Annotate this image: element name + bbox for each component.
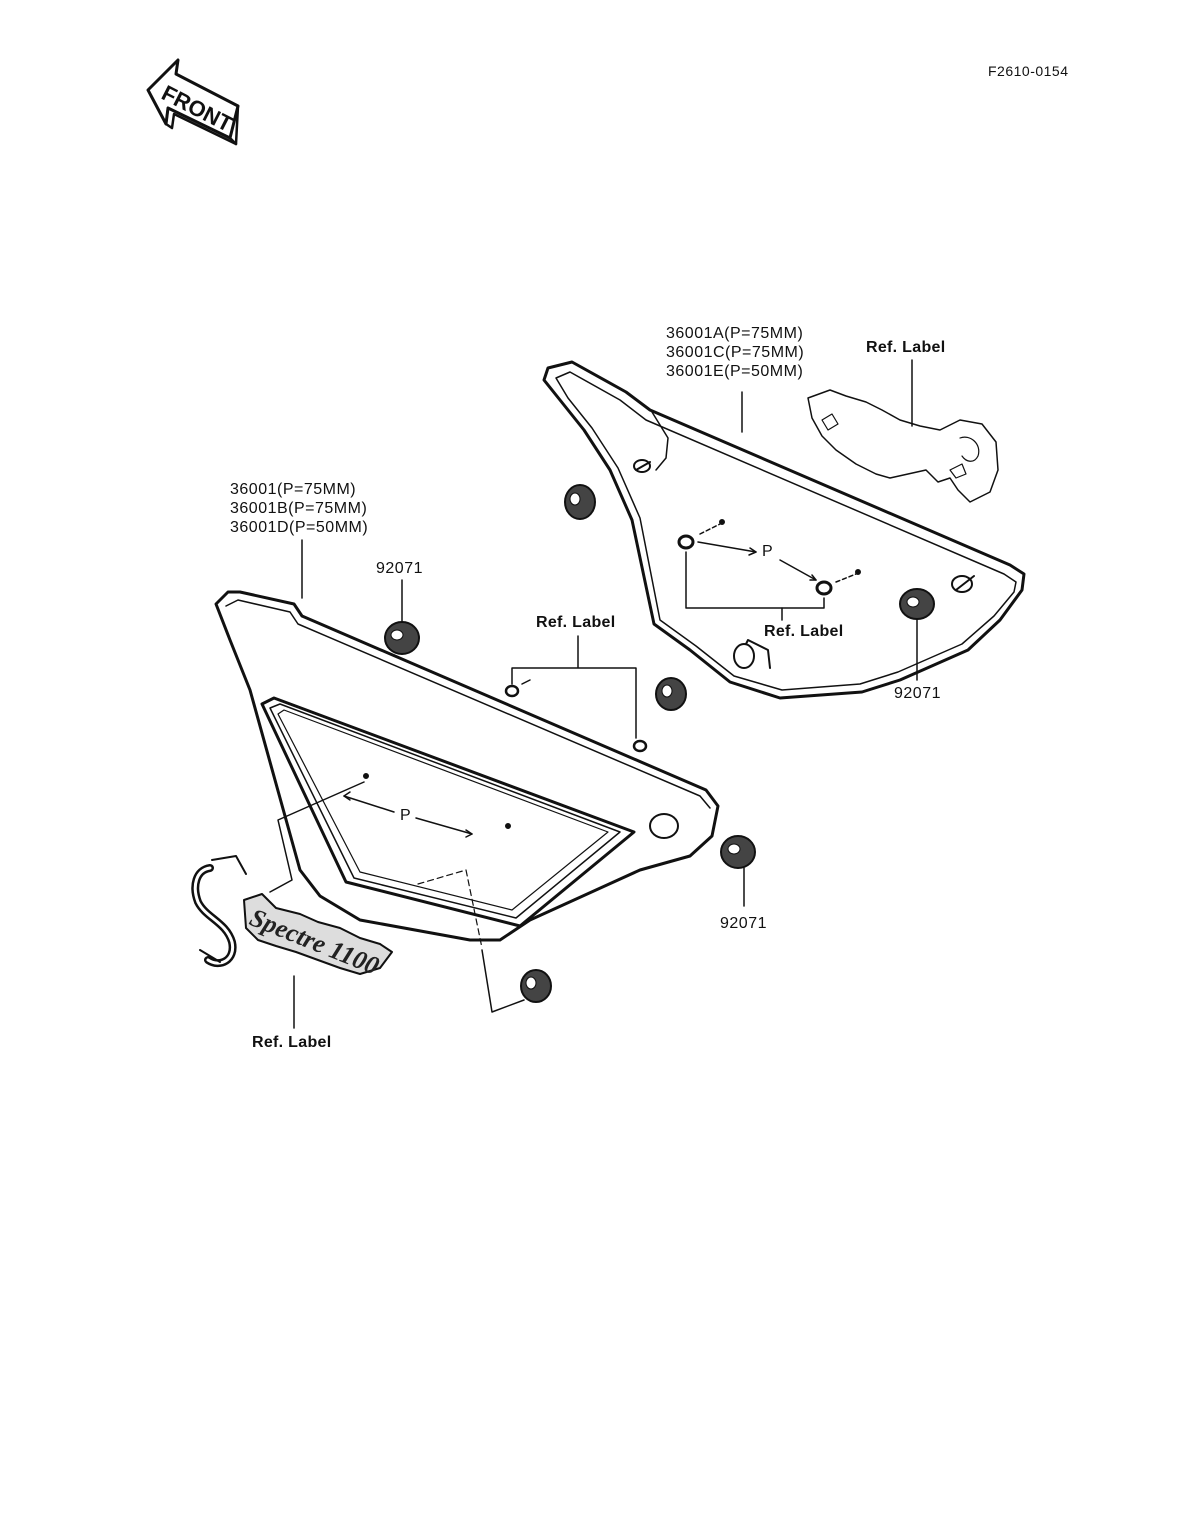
part-number: 36001D(P=50MM)	[230, 519, 369, 536]
grommet-92071-right	[720, 835, 756, 869]
right-side-cover	[542, 360, 1026, 700]
figure-code: F2610-0154	[988, 63, 1069, 79]
grommet-part-number: 92071	[720, 915, 767, 932]
grommet-92071-top	[384, 621, 420, 655]
part-number: 36001A(P=75MM)	[666, 325, 804, 342]
pitch-marker: P	[400, 807, 412, 824]
spectre-emblem: Spectre 1100	[191, 855, 393, 981]
pitch-marker: P	[762, 543, 774, 560]
grommet-92071-right	[899, 588, 935, 620]
label-hole	[677, 534, 695, 550]
mounting-boss-top	[633, 459, 651, 473]
label-hole	[815, 580, 833, 596]
ref-label-emblem-right	[807, 389, 999, 503]
cover-hole	[649, 813, 679, 839]
grommet-92071-lower	[655, 677, 687, 711]
mounting-boss-bottom	[733, 639, 771, 669]
label-hole	[632, 739, 648, 753]
grommet-part-number: 92071	[376, 560, 423, 577]
grommet-92071-bottom	[520, 969, 552, 1003]
front-arrow-icon: FRONT	[146, 58, 240, 146]
right-cover-part-numbers: 36001A(P=75MM) 36001C(P=75MM) 36001E(P=5…	[666, 324, 804, 381]
ref-label-callout: Ref. Label	[252, 1034, 332, 1051]
mounting-boss-right	[951, 575, 975, 593]
part-number: 36001(P=75MM)	[230, 481, 357, 498]
left-side-cover	[214, 590, 720, 949]
ref-label-callout: Ref. Label	[764, 623, 844, 640]
part-number: 36001E(P=50MM)	[666, 363, 804, 380]
label-hole	[504, 684, 520, 698]
grommet-part-number: 92071	[894, 685, 941, 702]
part-number: 36001B(P=75MM)	[230, 500, 368, 517]
left-cover-part-numbers: 36001(P=75MM) 36001B(P=75MM) 36001D(P=50…	[230, 480, 368, 537]
grommet-92071-upper-left	[564, 484, 596, 520]
ref-label-callout: Ref. Label	[536, 614, 616, 631]
part-number: 36001C(P=75MM)	[666, 344, 805, 361]
ref-label-callout: Ref. Label	[866, 339, 946, 356]
